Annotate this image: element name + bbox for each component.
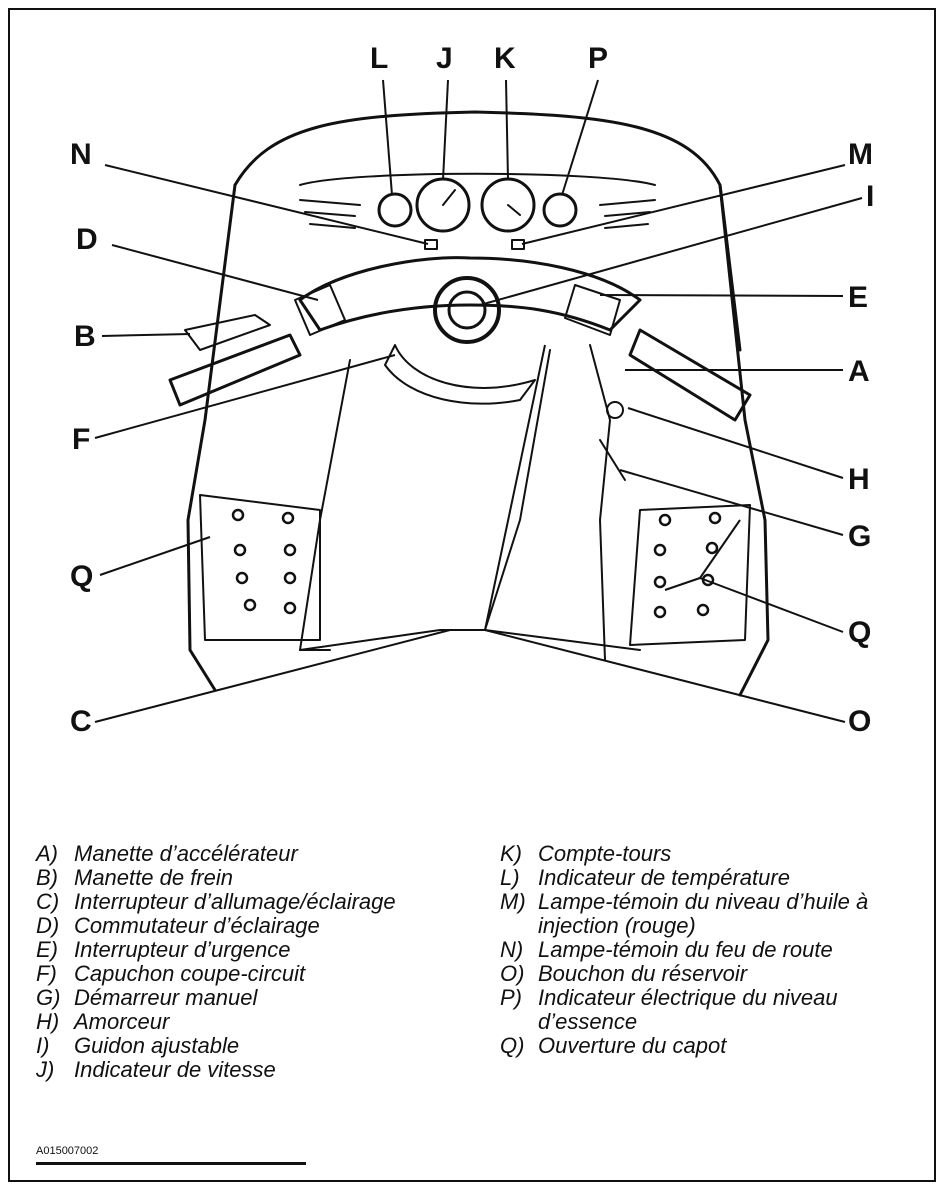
leader-Q-right-b	[665, 578, 700, 590]
leader-F	[95, 355, 395, 438]
callout-L: L	[370, 44, 388, 74]
callout-J: J	[436, 44, 453, 74]
leader-C	[95, 630, 450, 722]
dashboard-top	[300, 174, 655, 185]
leader-Q-right-a	[700, 578, 843, 632]
leader-J	[443, 80, 448, 180]
leader-L	[383, 80, 392, 195]
callout-E: E	[848, 283, 868, 313]
leader-E	[600, 295, 843, 296]
callout-Q-right: Q	[848, 618, 871, 648]
callout-F: F	[72, 425, 90, 455]
legend-item: N)Lampe-témoin du feu de route	[500, 938, 930, 962]
steering-column	[385, 345, 535, 404]
callout-D: D	[76, 225, 98, 255]
legend-item: E)Interrupteur d’urgence	[36, 938, 476, 962]
seat-front	[300, 630, 640, 650]
callout-I: I	[866, 182, 874, 212]
leader-K	[506, 80, 508, 180]
callout-C: C	[70, 707, 92, 737]
leader-I	[480, 198, 862, 305]
callout-A: A	[848, 357, 870, 387]
console-left	[300, 360, 350, 650]
legend-item: C)Interrupteur d’allumage/éclairage	[36, 890, 476, 914]
hood-left-side	[188, 185, 235, 690]
legend-item: L)Indicateur de température	[500, 866, 930, 890]
legend-item: D)Commutateur d’éclairage	[36, 914, 476, 938]
footer-rule	[36, 1162, 306, 1165]
legend-item: P)Indicateur électrique du niveau d’esse…	[500, 986, 930, 1034]
callout-O: O	[848, 707, 871, 737]
brake-lever	[185, 315, 270, 350]
handlebar	[300, 258, 640, 330]
callout-M: M	[848, 140, 873, 170]
legend-item: Q)Ouverture du capot	[500, 1034, 930, 1058]
callout-G: G	[848, 522, 871, 552]
emergency-switch	[565, 285, 620, 335]
callout-B: B	[74, 322, 96, 352]
leader-Q-left	[100, 537, 210, 575]
legend-item: B)Manette de frein	[36, 866, 476, 890]
callout-N: N	[70, 140, 92, 170]
legend-item: F)Capuchon coupe-circuit	[36, 962, 476, 986]
legend-item: G)Démarreur manuel	[36, 986, 476, 1010]
temperature-gauge	[379, 194, 411, 226]
legend-right-column: K)Compte-tours L)Indicateur de températu…	[500, 842, 930, 1058]
legend-item: K)Compte-tours	[500, 842, 930, 866]
figure-code: A015007002	[36, 1145, 98, 1157]
leader-D	[112, 245, 318, 300]
right-access-panel	[630, 505, 750, 645]
right-panel	[590, 345, 610, 660]
primer	[607, 402, 623, 418]
left-grip	[170, 335, 300, 405]
leader-G	[620, 470, 843, 535]
legend-item: A)Manette d’accélérateur	[36, 842, 476, 866]
leader-B	[102, 334, 190, 336]
callout-K: K	[494, 44, 516, 74]
snowmobile-cockpit-diagram	[0, 0, 945, 790]
legend-item: I)Guidon ajustable	[36, 1034, 476, 1058]
fuel-gauge	[544, 194, 576, 226]
legend-item: J)Indicateur de vitesse	[36, 1058, 476, 1082]
legend-item: H)Amorceur	[36, 1010, 476, 1034]
callout-P: P	[588, 44, 608, 74]
left-access-panel	[200, 495, 320, 640]
callout-Q-left: Q	[70, 562, 93, 592]
right-grip	[630, 330, 750, 420]
legend-item: M)Lampe-témoin du niveau d’huile à injec…	[500, 890, 930, 938]
callout-H: H	[848, 465, 870, 495]
legend-item: O)Bouchon du réservoir	[500, 962, 930, 986]
legend-left-column: A)Manette d’accélérateur B)Manette de fr…	[36, 842, 476, 1082]
handlebar-center	[435, 278, 499, 342]
